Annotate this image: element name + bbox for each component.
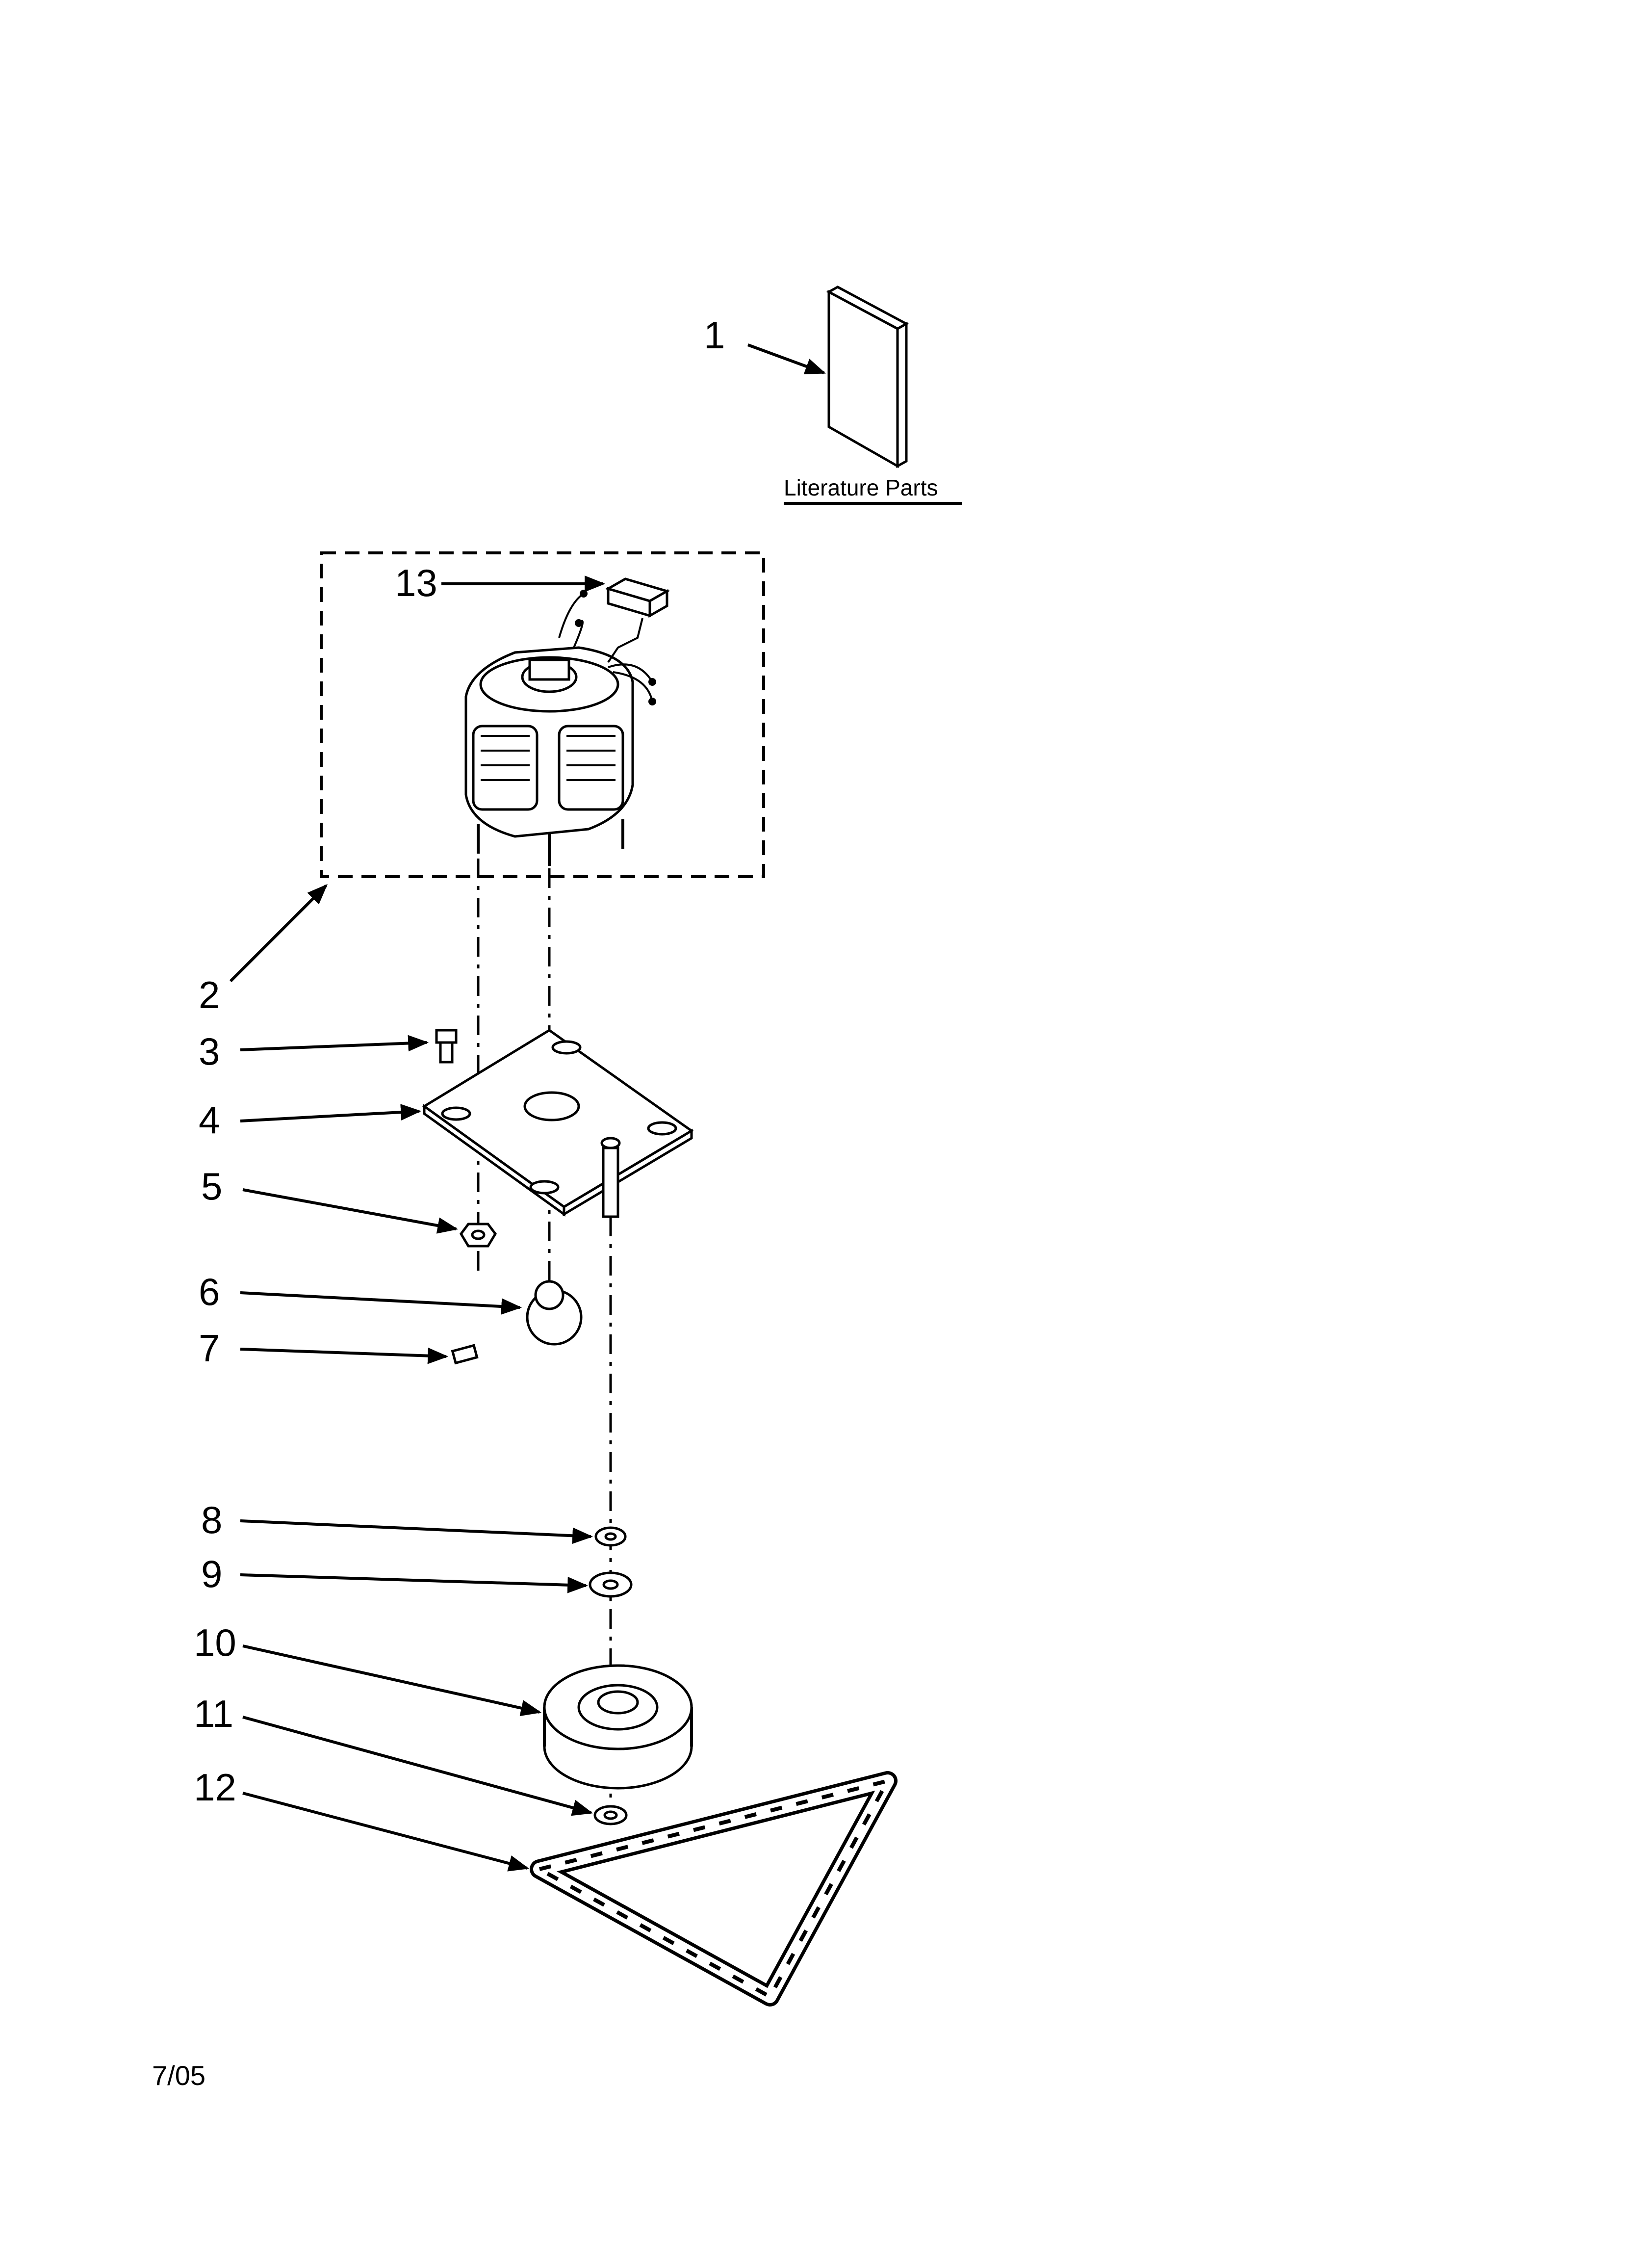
leader-2	[229, 884, 328, 983]
sprocket	[543, 1664, 693, 1790]
callout-5: 5	[201, 1165, 222, 1208]
leader-3	[240, 1035, 429, 1052]
callout-9: 9	[201, 1552, 222, 1595]
leader-7	[240, 1347, 449, 1364]
pinion-gear	[526, 1280, 583, 1346]
leader-4	[240, 1104, 422, 1122]
callout-3: 3	[199, 1030, 220, 1073]
leader-8	[240, 1519, 593, 1544]
leader-6	[240, 1291, 522, 1315]
callout-11: 11	[194, 1692, 233, 1735]
leader-10	[242, 1644, 542, 1717]
washer-small	[594, 1526, 627, 1547]
leader-11	[242, 1716, 593, 1816]
callout-7: 7	[199, 1327, 220, 1370]
callout-4: 4	[199, 1098, 220, 1142]
callout-6: 6	[199, 1270, 220, 1313]
leader-9	[240, 1573, 589, 1593]
leader-1	[747, 343, 826, 374]
leader-12	[242, 1792, 530, 1872]
callout-2: 2	[199, 973, 220, 1017]
callout-10: 10	[194, 1621, 236, 1664]
callout-1: 1	[704, 313, 725, 357]
washer-large	[589, 1571, 633, 1598]
callout-8: 8	[201, 1498, 222, 1541]
chain	[530, 1771, 898, 2007]
revision-date: 7/05	[152, 2060, 205, 2091]
motor	[464, 590, 656, 866]
screw	[435, 1029, 458, 1064]
set-screw	[451, 1344, 479, 1365]
nut	[459, 1223, 497, 1248]
callout-12: 12	[194, 1766, 236, 1809]
leader-5	[242, 1188, 459, 1234]
mounting-plate	[422, 1029, 694, 1218]
capacitor	[605, 577, 670, 618]
literature-booklet	[826, 286, 909, 469]
literature-parts-label: Literature Parts	[784, 475, 938, 500]
motor-assembly-box	[320, 551, 765, 878]
clip	[593, 1805, 628, 1825]
callout-13: 13	[395, 561, 437, 604]
